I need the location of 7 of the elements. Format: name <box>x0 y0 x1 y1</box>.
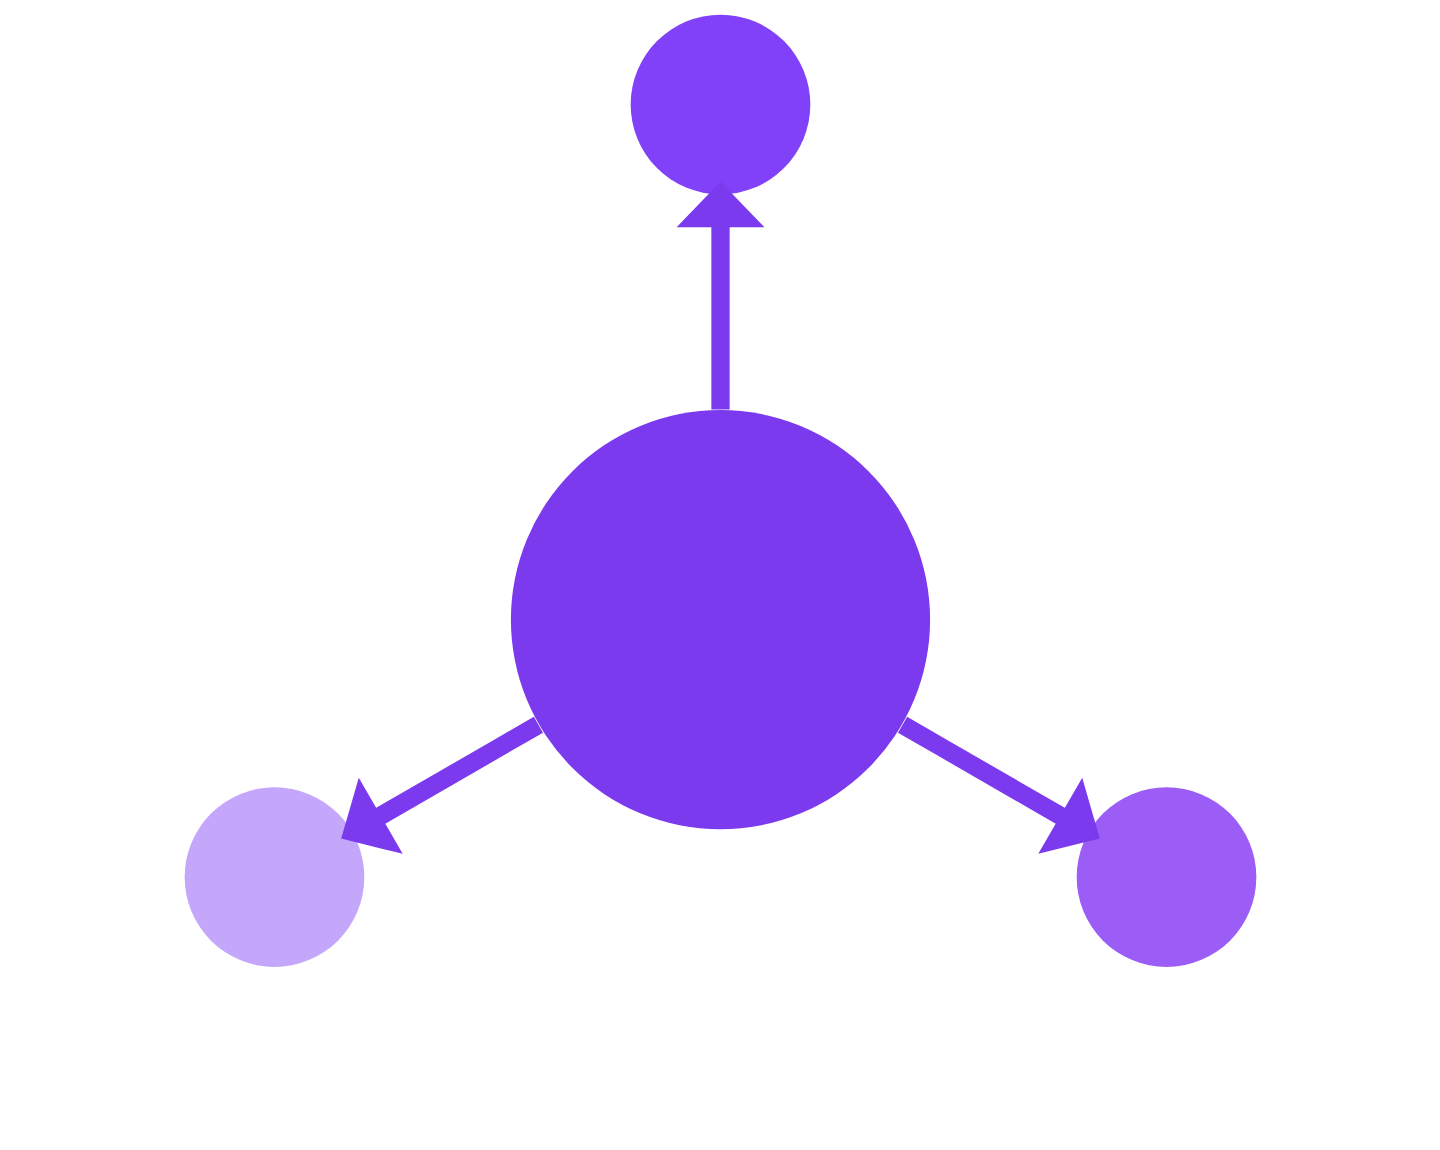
node-circle <box>510 410 930 830</box>
arrow <box>676 181 764 410</box>
arrow <box>340 716 543 854</box>
arrow <box>897 716 1100 854</box>
node-circle <box>630 14 810 195</box>
node-circle <box>1076 787 1256 967</box>
node-circle <box>184 787 364 967</box>
